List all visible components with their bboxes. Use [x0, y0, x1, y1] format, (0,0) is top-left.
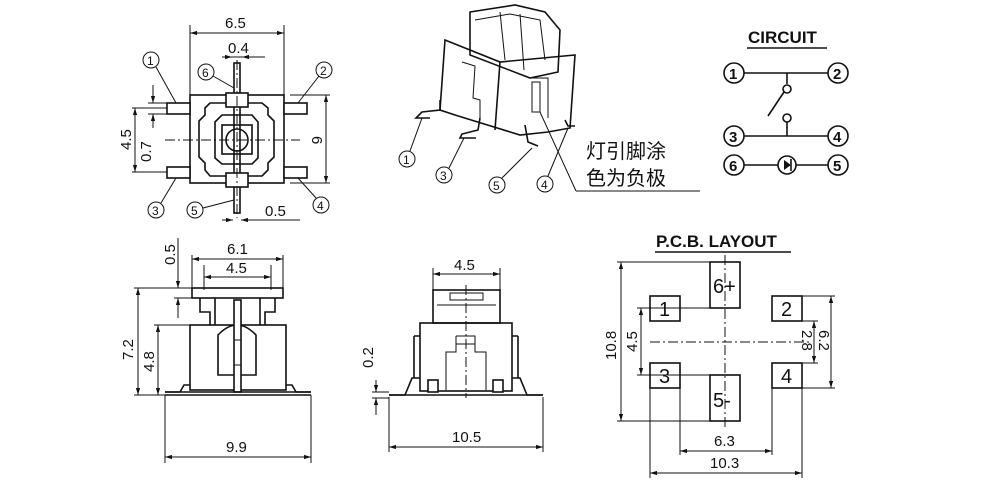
svg-text:5: 5 — [833, 158, 841, 175]
pin-1 — [166, 102, 191, 115]
callout-pin-1: 1 — [142, 51, 177, 104]
svg-text:5: 5 — [493, 179, 500, 193]
pin-3 — [166, 166, 191, 179]
dim-pcb-inner-width: 6.3 — [714, 433, 735, 450]
dim-height: 6 — [308, 136, 325, 144]
dim-lead-thickness: 0.2 — [360, 347, 377, 368]
pin-4 — [283, 166, 308, 179]
dim-body-height: 4.8 — [141, 351, 158, 372]
pad-6: 6+ — [709, 261, 741, 309]
circuit-pin-5: 5 — [827, 154, 849, 176]
top-view: 6.5 0.4 4.5 0.7 — [118, 15, 333, 223]
circuit-title: CIRCUIT — [748, 28, 818, 47]
callout-pin-5: 5 — [186, 199, 235, 219]
callout-pin-6: 6 — [197, 63, 235, 89]
dim-pcb-pad-gap: 2.8 — [798, 330, 815, 351]
isometric-view: 灯引脚涂 色为负极 1 3 5 4 — [398, 4, 700, 194]
iso-callout-pin-4: 4 — [536, 127, 569, 193]
callout-pin-3: 3 — [147, 177, 177, 219]
pcb-title: P.C.B. LAYOUT — [656, 232, 778, 251]
iso-callout-pin-5: 5 — [488, 147, 533, 194]
dim-pin-width: 0.7 — [138, 141, 155, 162]
svg-text:3: 3 — [659, 366, 670, 388]
svg-text:2: 2 — [320, 64, 327, 78]
svg-text:4: 4 — [833, 129, 842, 146]
dim-top-width: 6.1 — [227, 241, 248, 258]
circuit-diagram: CIRCUIT 1 2 3 4 6 5 — [723, 28, 849, 176]
circuit-pin-1: 1 — [723, 62, 745, 84]
note-line-2: 色为负极 — [586, 166, 666, 190]
pad-2: 2 — [771, 295, 803, 322]
pcb-layout: P.C.B. LAYOUT 6+ 1 2 3 4 5- 10.8 4.5 2.8… — [603, 232, 835, 478]
circuit-pin-2: 2 — [827, 62, 849, 84]
dim-pcb-pad-outer: 6.2 — [815, 330, 832, 351]
svg-text:3: 3 — [152, 204, 159, 218]
dim-pcb-pad-spacing: 4.5 — [624, 331, 641, 352]
svg-text:1: 1 — [403, 153, 410, 167]
dim-base-width: 9.9 — [226, 439, 247, 456]
dim-cap: 0.5 — [162, 244, 179, 265]
dim-inner-width: 4.5 — [226, 260, 247, 277]
circuit-pin-3: 3 — [723, 125, 745, 147]
side-view: 4.5 10.5 0.2 — [360, 257, 544, 452]
iso-callout-pin-1: 1 — [398, 117, 423, 168]
dim-pin-spacing: 4.5 — [118, 129, 135, 150]
dim-pcb-total-height: 10.8 — [603, 331, 620, 360]
svg-text:2: 2 — [781, 299, 792, 321]
note-line-1: 灯引脚涂 — [586, 139, 666, 163]
svg-text:4: 4 — [781, 366, 792, 388]
svg-text:4: 4 — [317, 199, 324, 213]
svg-text:5: 5 — [191, 204, 198, 218]
svg-text:3: 3 — [729, 129, 737, 146]
svg-text:1: 1 — [729, 66, 737, 83]
dim-side-total-width: 10.5 — [452, 429, 481, 446]
pad-4: 4 — [771, 362, 803, 389]
svg-text:6+: 6+ — [713, 276, 736, 298]
dim-led-pin: 0.4 — [228, 40, 249, 57]
svg-text:6: 6 — [729, 158, 737, 175]
dim-total-height: 7.2 — [120, 339, 137, 360]
callout-pin-2: 2 — [297, 61, 333, 104]
svg-text:1: 1 — [659, 299, 670, 321]
pad-5: 5- — [709, 374, 741, 422]
circuit-pin-6: 6 — [723, 154, 745, 176]
svg-text:1: 1 — [147, 54, 154, 68]
front-view: 6.1 4.5 9.9 7.2 4.8 0.5 — [120, 238, 312, 463]
svg-text:6: 6 — [202, 66, 209, 80]
dim-pcb-total-width: 10.3 — [710, 455, 739, 472]
svg-text:3: 3 — [440, 169, 447, 183]
svg-text:4: 4 — [541, 178, 548, 192]
pin-2 — [283, 102, 308, 115]
dim-width: 6.5 — [225, 15, 246, 32]
circuit-pin-4: 4 — [827, 125, 849, 147]
dim-side-top-width: 4.5 — [454, 257, 475, 274]
svg-text:5-: 5- — [713, 390, 731, 412]
dim-led-gap: 0.5 — [265, 203, 286, 220]
callout-pin-4: 4 — [297, 177, 330, 214]
svg-text:2: 2 — [833, 66, 841, 83]
iso-callout-pin-3: 3 — [435, 137, 465, 184]
